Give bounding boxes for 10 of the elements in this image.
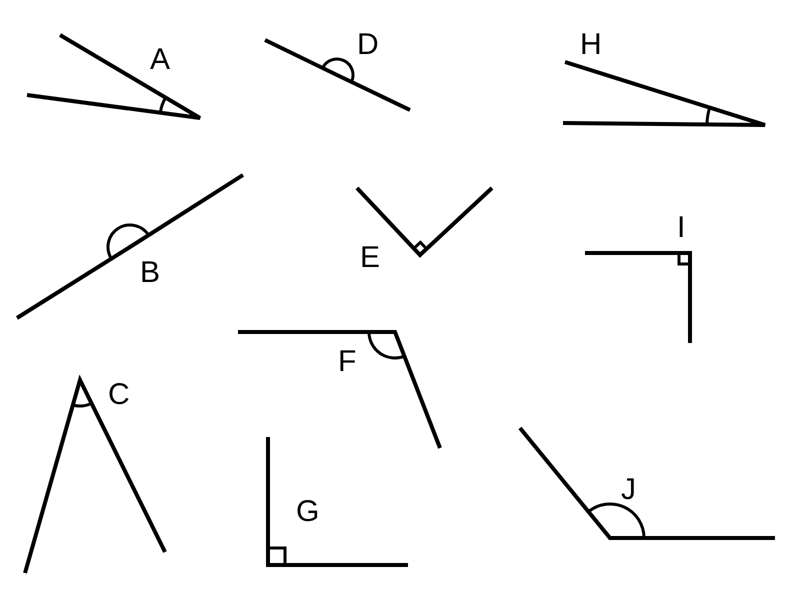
- angle-label: A: [150, 45, 170, 75]
- angle-label: G: [296, 497, 320, 527]
- angle-label: I: [677, 213, 686, 243]
- angle-label: H: [580, 30, 602, 60]
- angle-label: E: [360, 243, 380, 273]
- angle-label: C: [108, 380, 130, 410]
- angle-label: F: [338, 347, 356, 377]
- angle-label: D: [357, 30, 379, 60]
- angle-label: B: [140, 258, 160, 288]
- angle-label: J: [621, 475, 636, 505]
